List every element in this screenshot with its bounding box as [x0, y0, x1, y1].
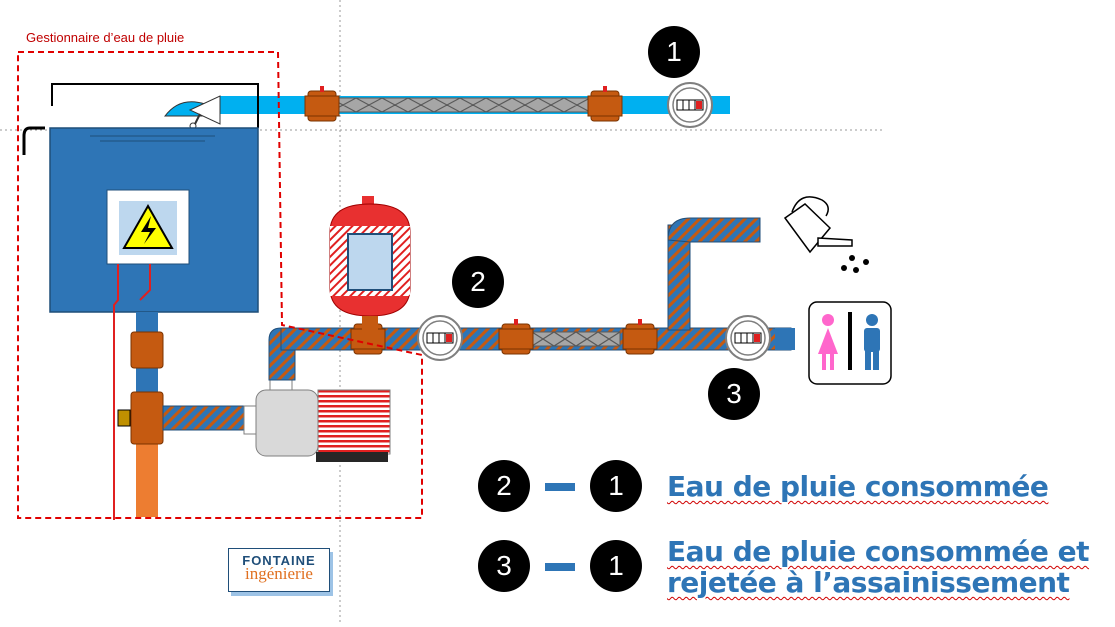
legend-dash: [545, 483, 575, 491]
suction-pipe: [117, 312, 246, 517]
mains-supply-line: [163, 82, 730, 130]
expansion-vessel-icon: [329, 196, 411, 330]
logo-line-1: FONTAINE: [242, 553, 316, 568]
rainwater-tank: [22, 83, 259, 520]
watering-can-icon: [783, 196, 869, 273]
manager-boundary: [17, 51, 423, 519]
legend-line: Eau de pluie consommée: [667, 470, 1049, 503]
legend-text-consumed-rejected: Eau de pluie consommée et rejetée à l’as…: [667, 535, 1090, 599]
company-logo: FONTAINE ingénierie: [228, 548, 330, 592]
pump-icon: [243, 369, 391, 462]
legend-dash: [545, 563, 575, 571]
meter-badge-1: 1: [648, 26, 700, 78]
legend-line: Eau de pluie consommée et: [667, 535, 1090, 568]
distribution-line: [268, 217, 795, 381]
water-meter-icon: [725, 315, 771, 361]
water-meter-icon: [667, 82, 713, 128]
logo-line-2: ingénierie: [245, 564, 313, 583]
legend-badge-to: 1: [590, 460, 642, 512]
legend-badge-from: 3: [478, 540, 530, 592]
legend-line: rejetée à l’assainissement: [667, 566, 1070, 599]
meter-badge-2: 2: [452, 256, 504, 308]
water-meter-icon: [417, 315, 463, 361]
legend-text-consumed: Eau de pluie consommée: [667, 470, 1049, 503]
legend-badge-from: 2: [478, 460, 530, 512]
manager-label: Gestionnaire d’eau de pluie: [26, 30, 185, 45]
meter-badge-3: 3: [708, 368, 760, 420]
legend-badge-to: 1: [590, 540, 642, 592]
toilet-icon: [808, 301, 892, 385]
